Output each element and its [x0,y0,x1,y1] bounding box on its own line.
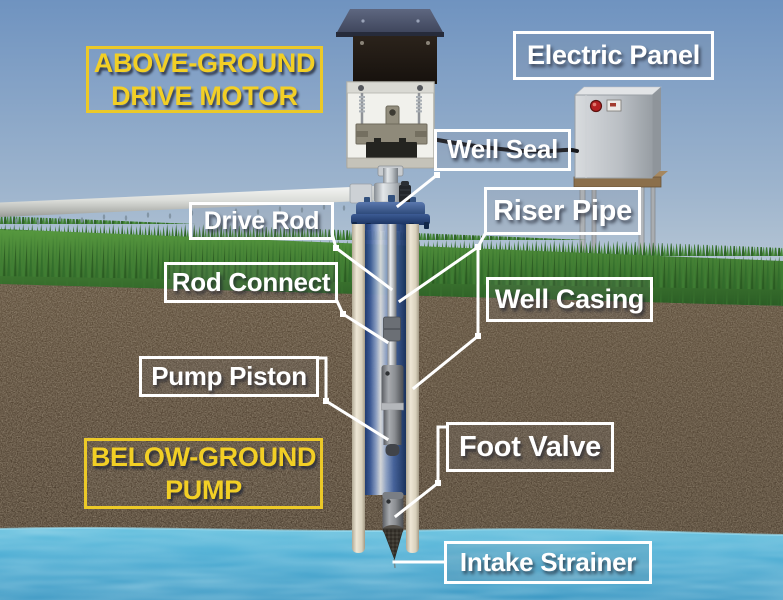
motor-box [353,36,437,84]
leader-foot-valve [393,425,449,519]
section-title-below-ground: BELOW-GROUND PUMP [84,438,323,509]
drive-rod-graphic [387,224,397,366]
leader-pump-piston [317,356,390,442]
label-foot-valve: Foot Valve [446,422,614,472]
label-riser-pipe: Riser Pipe [484,187,641,235]
well-casing-left [352,224,365,553]
well-pump-graphic [352,224,419,569]
label-intake-strainer: Intake Strainer [444,541,652,584]
panel-red-knob [589,99,603,113]
section-title-above-ground: ABOVE-GROUND DRIVE MOTOR [86,46,323,113]
drive-motor-assembly [336,9,444,169]
pump-piston-graphic [381,365,404,409]
drive-block [366,142,417,162]
intake-strainer-graphic [382,528,404,561]
leader-well-seal [395,172,440,209]
label-rod-connect: Rod Connect [164,262,338,303]
motor-roof [336,9,444,34]
well-seal-cap [356,202,425,217]
panel-top [574,86,662,96]
well-seal-flange [351,214,430,225]
label-well-casing: Well Casing [486,277,653,322]
electric-panel-graphic [573,86,668,282]
pipe-drips [14,204,346,225]
panel-side [652,87,661,178]
label-electric-panel: Electric Panel [513,31,714,80]
leader-nodes [323,172,481,486]
label-well-seal: Well Seal [434,129,571,171]
label-drive-rod: Drive Rod [189,202,334,240]
riser-pipe-graphic [365,224,406,495]
label-pump-piston: Pump Piston [139,356,319,397]
